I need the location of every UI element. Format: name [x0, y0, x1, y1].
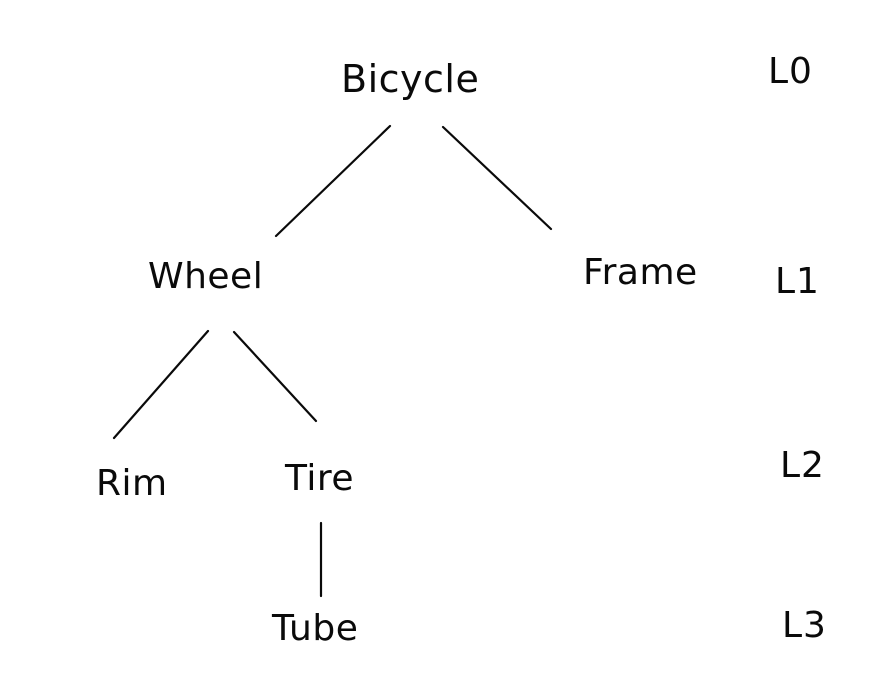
- node-wheel[interactable]: Wheel: [148, 256, 264, 297]
- node-tire[interactable]: Tire: [285, 458, 355, 499]
- node-rim[interactable]: Rim: [96, 463, 168, 504]
- level-label-l1: L1: [775, 261, 820, 302]
- edge-wheel-tire: [232, 330, 318, 423]
- level-label-l2: L2: [780, 445, 825, 486]
- level-label-l3: L3: [782, 605, 827, 646]
- node-bicycle[interactable]: Bicycle: [341, 57, 480, 101]
- level-label-l0: L0: [768, 51, 813, 92]
- edge-bicycle-frame: [441, 125, 553, 231]
- node-tube[interactable]: Tube: [272, 608, 359, 649]
- node-frame[interactable]: Frame: [583, 252, 698, 293]
- edge-wheel-rim: [112, 329, 210, 440]
- edge-bicycle-wheel: [274, 124, 392, 238]
